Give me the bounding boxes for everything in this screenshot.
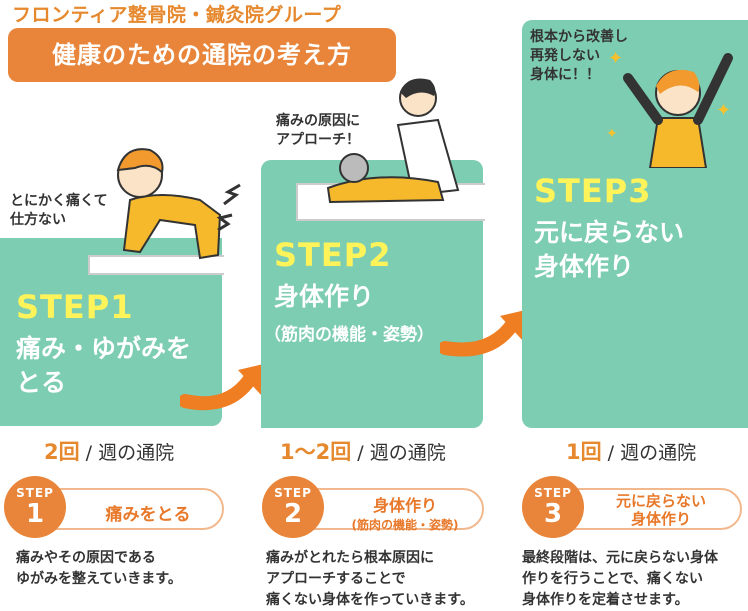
step2-badge-step: STEP [274, 486, 312, 500]
svg-text:✦: ✦ [606, 126, 618, 142]
step1-note: とにかく痛くて 仕方ない [10, 192, 108, 230]
step1-note-line1: とにかく痛くて [10, 193, 108, 209]
step2-description: 痛みがとれたら根本原因に アプローチすることで 痛くない身体を作っていきます。 [266, 548, 474, 611]
step2-badge: STEP 2 [262, 476, 324, 538]
step1-description: 痛みやその原因である ゆがみを整えていきます。 [16, 548, 182, 590]
svg-text:✦: ✦ [608, 48, 623, 69]
group-title: フロンティア整骨院・鍼灸院グループ [12, 4, 342, 26]
step3-note-line1: 根本から改善し [530, 29, 628, 45]
step2-note-line1: 痛みの原因に [276, 113, 360, 129]
step3-badge-step: STEP [534, 486, 572, 500]
step3-note: 根本から改善し 再発しない 身体に！！ [530, 28, 628, 85]
step2-frequency-unit: / 週の通院 [351, 442, 446, 464]
step3-desc-line2: 作りを行うことで、痛くない [522, 571, 704, 587]
step3-description: 最終段階は、元に戻らない身体 作りを行うことで、痛くない 身体作りを定着させます… [522, 548, 718, 611]
step2-label: STEP2 [274, 236, 392, 274]
step3-note-line2: 再発しない [530, 48, 600, 64]
step1-pill-text: 痛みをとる [105, 505, 191, 525]
person-in-pain-illustration [116, 148, 241, 260]
step2-pill-line2: (筋肉の機能・姿勢) [351, 518, 459, 532]
step1-desc-line1: 痛みやその原因である [16, 550, 156, 566]
step2-note-line2: アプローチ！ [276, 132, 360, 148]
step3-badge-number: 3 [543, 499, 563, 529]
treatment-illustration [326, 78, 460, 204]
step1-desc-line2: ゆがみを整えていきます。 [16, 571, 182, 587]
happy-person-illustration: ✦ ✦ ✦ [606, 48, 733, 168]
step2-title: 身体作り [274, 282, 375, 311]
step3-pill-text: 元に戻らない 身体作り [588, 492, 734, 528]
step1-note-line2: 仕方ない [10, 212, 66, 228]
step1-frequency-count: 2回 [44, 440, 80, 464]
step1-frequency: 2回 / 週の通院 [44, 436, 174, 466]
step3-label: STEP3 [534, 172, 652, 210]
step1-table-top [88, 255, 224, 275]
step1-title: 痛み・ゆがみを とる [16, 332, 191, 400]
step2-note: 痛みの原因に アプローチ！ [276, 112, 360, 150]
step3-frequency-count: 1回 [566, 440, 602, 464]
step3-desc-line3: 身体作りを定着させます。 [522, 592, 689, 608]
step1-title-line2: とる [16, 368, 67, 397]
step2-desc-line1: 痛みがとれたら根本原因に [266, 550, 434, 566]
banner-title: 健康のための通院の考え方 [8, 28, 396, 82]
step1-badge-number: 1 [25, 499, 45, 529]
step3-pill-line1: 元に戻らない [615, 492, 706, 510]
step3-frequency: 1回 / 週の通院 [566, 436, 696, 466]
step2-frequency: 1〜2回 / 週の通院 [280, 436, 446, 466]
step3-note-line3: 身体に！！ [530, 67, 600, 83]
step3-desc-line1: 最終段階は、元に戻らない身体 [522, 550, 718, 566]
step3-title-line1: 元に戻らない [534, 218, 685, 247]
step2-pill-line1: 身体作り [372, 496, 437, 515]
step2-frequency-count: 1〜2回 [280, 440, 352, 464]
step2-subtitle: （筋肉の機能・姿勢） [264, 325, 434, 345]
step3-frequency-unit: / 週の通院 [601, 442, 697, 464]
svg-text:✦: ✦ [716, 100, 731, 121]
step3-pill-line2: 身体作り [630, 510, 691, 528]
step3-title-line2: 身体作り [534, 252, 635, 281]
step1-frequency-unit: / 週の通院 [79, 442, 175, 464]
step3-title: 元に戻らない 身体作り [534, 216, 684, 284]
step2-pill-text: 身体作り (筋肉の機能・姿勢) [330, 492, 480, 533]
step2-desc-line3: 痛くない身体を作っていきます。 [266, 592, 474, 608]
step3-badge: STEP 3 [522, 476, 584, 538]
step1-title-line1: 痛み・ゆがみを [16, 334, 192, 363]
step1-label: STEP1 [16, 288, 134, 326]
step2-badge-number: 2 [283, 499, 303, 529]
step1-badge: STEP 1 [4, 476, 66, 538]
step2-desc-line2: アプローチすることで [266, 571, 406, 587]
step1-badge-step: STEP [16, 486, 54, 500]
